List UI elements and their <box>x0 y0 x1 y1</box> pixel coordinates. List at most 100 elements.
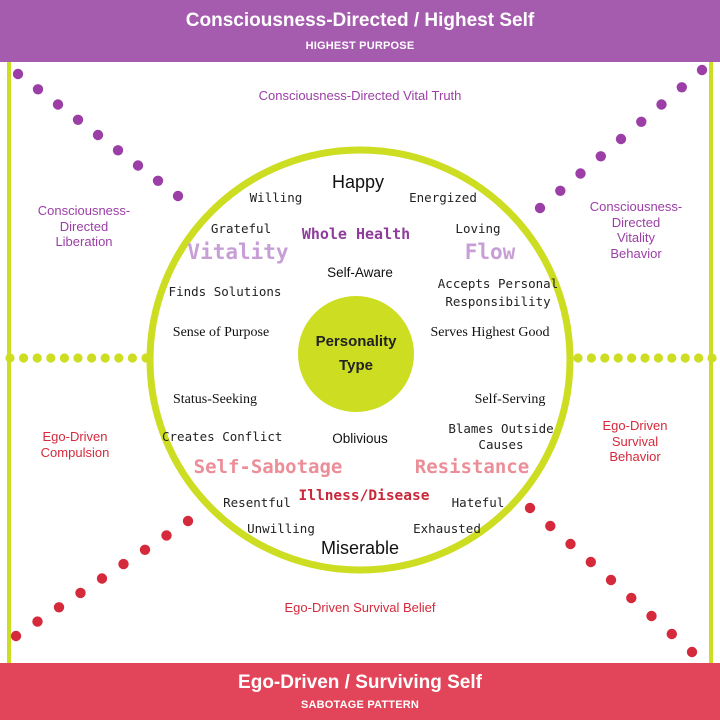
label-vital-truth: Consciousness-Directed Vital Truth <box>258 88 462 103</box>
label-vitality-behavior: Consciousness- Directed Vitality Behavio… <box>589 199 683 261</box>
horizontal-dot-left <box>114 353 124 363</box>
diagonal-dot-upper-right <box>656 99 667 110</box>
word-finds-solutions: Finds Solutions <box>168 284 282 299</box>
bottom-banner: Ego-Driven / Surviving Self SABOTAGE PAT… <box>0 663 720 720</box>
diagonal-dot-upper-left <box>152 175 164 186</box>
diagonal-dot-upper-right <box>696 64 708 76</box>
diagonal-dot-upper-left <box>32 84 44 95</box>
diagonal-dot-lower-right <box>666 628 677 640</box>
diagonal-dot-lower-left <box>118 558 129 570</box>
horizontal-dot-right <box>640 353 650 363</box>
center-label-personality: Personality <box>315 333 397 350</box>
diagonal-dot-lower-right <box>605 574 617 586</box>
diagonal-dot-lower-left <box>75 587 86 599</box>
word-creates-conflict: Creates Conflict <box>162 429 283 444</box>
word-happy: Happy <box>331 172 385 192</box>
horizontal-dot-right <box>667 353 677 363</box>
horizontal-dot-right <box>694 353 704 363</box>
diagonal-dot-lower-right <box>524 502 536 514</box>
word-sense-of-purpose: Sense of Purpose <box>172 325 270 340</box>
diagonal-dot-upper-right <box>555 185 566 196</box>
diagonal-dot-lower-left <box>96 573 108 584</box>
word-whole-health: Whole Health <box>301 225 411 243</box>
horizontal-dot-right <box>653 353 664 363</box>
diagonal-dot-lower-left <box>139 544 151 555</box>
horizontal-dot-left <box>59 353 69 363</box>
diagonal-dot-lower-left <box>161 530 172 541</box>
horizontal-dot-left <box>73 353 83 363</box>
diagonal-dot-upper-left <box>172 190 184 202</box>
word-exhausted: Exhausted <box>413 521 481 536</box>
word-vitality: Vitality <box>187 240 289 264</box>
word-unwilling: Unwilling <box>247 521 315 536</box>
word-self-aware: Self-Aware <box>327 265 393 280</box>
diagonal-dot-upper-right <box>636 116 647 128</box>
horizontal-dot-left <box>32 353 42 363</box>
diagonal-dot-upper-left <box>132 160 144 171</box>
header-subtitle: HIGHEST PURPOSE <box>305 40 415 52</box>
horizontal-dot-right <box>680 353 690 363</box>
word-miserable: Miserable <box>320 538 400 558</box>
diagonal-dot-lower-right <box>545 520 556 532</box>
horizontal-dot-right <box>627 353 637 363</box>
diagonal-dot-upper-right <box>575 168 586 179</box>
diagonal-dot-lower-left <box>182 515 194 527</box>
word-blames-outside-causes: Blames Outside Causes <box>448 421 554 453</box>
word-accepts-responsibility: Accepts Personal Responsibility <box>437 276 559 309</box>
diagonal-dot-lower-right <box>585 556 596 568</box>
word-flow: Flow <box>464 240 516 264</box>
word-illness-disease: Illness/Disease <box>298 488 430 504</box>
diagonal-dot-lower-left <box>32 616 43 627</box>
label-compulsion: Ego-Driven Compulsion <box>40 429 110 460</box>
center-circle <box>298 296 414 412</box>
word-oblivious: Oblivious <box>332 431 388 446</box>
horizontal-dot-right <box>613 353 623 363</box>
label-liberation: Consciousness- Directed Liberation <box>37 203 131 250</box>
label-survival-belief: Ego-Driven Survival Belief <box>284 600 436 615</box>
diagonal-dot-lower-right <box>646 610 657 622</box>
horizontal-dot-left <box>100 353 110 363</box>
top-banner: Consciousness-Directed / Highest Self HI… <box>0 0 720 62</box>
word-status-seeking: Status-Seeking <box>173 392 257 407</box>
header-title: Consciousness-Directed / Highest Self <box>185 10 535 31</box>
word-energized: Energized <box>409 190 477 205</box>
word-self-sabotage: Self-Sabotage <box>193 456 343 478</box>
footer-title: Ego-Driven / Surviving Self <box>238 672 482 693</box>
diagonal-dot-lower-right <box>565 538 576 550</box>
horizontal-dot-right <box>707 353 717 363</box>
diagonal-dot-upper-right <box>534 202 546 214</box>
footer-subtitle: SABOTAGE PATTERN <box>300 699 420 711</box>
word-willing: Willing <box>249 190 303 205</box>
diagonal-dot-upper-left <box>92 129 104 141</box>
diagonal-dot-upper-left <box>12 68 24 80</box>
center-label-type: Type <box>339 357 373 374</box>
horizontal-dot-left <box>5 353 15 363</box>
diagonal-dot-lower-left <box>53 602 65 613</box>
word-hateful: Hateful <box>451 495 505 510</box>
word-resentful: Resentful <box>223 495 291 510</box>
word-self-serving: Self-Serving <box>474 392 546 407</box>
word-resistance: Resistance <box>414 456 530 478</box>
horizontal-dot-right <box>600 353 610 363</box>
diagonal-dot-upper-right <box>676 82 687 93</box>
horizontal-dot-left <box>87 353 97 363</box>
horizontal-dot-right <box>573 353 583 363</box>
diagonal-dot-upper-left <box>72 114 84 126</box>
word-grateful: Grateful <box>210 221 272 236</box>
diagonal-dot-lower-right <box>626 592 637 604</box>
horizontal-dot-left <box>46 353 56 363</box>
diagonal-dot-upper-left <box>52 99 64 110</box>
horizontal-dot-left <box>19 353 29 363</box>
diagonal-dot-upper-right <box>615 133 627 145</box>
diagonal-dot-lower-left <box>10 630 22 642</box>
label-survival-behavior: Ego-Driven Survival Behavior <box>602 418 668 465</box>
diagonal-dot-upper-left <box>112 145 124 156</box>
diagonal-dot-lower-right <box>686 646 698 658</box>
dotted-lines <box>5 64 717 658</box>
horizontal-dot-left <box>127 353 137 363</box>
diagonal-dot-upper-right <box>595 151 606 162</box>
word-loving: Loving <box>455 221 501 236</box>
horizontal-dot-right <box>586 353 597 363</box>
word-serves-highest-good: Serves Highest Good <box>430 325 550 340</box>
